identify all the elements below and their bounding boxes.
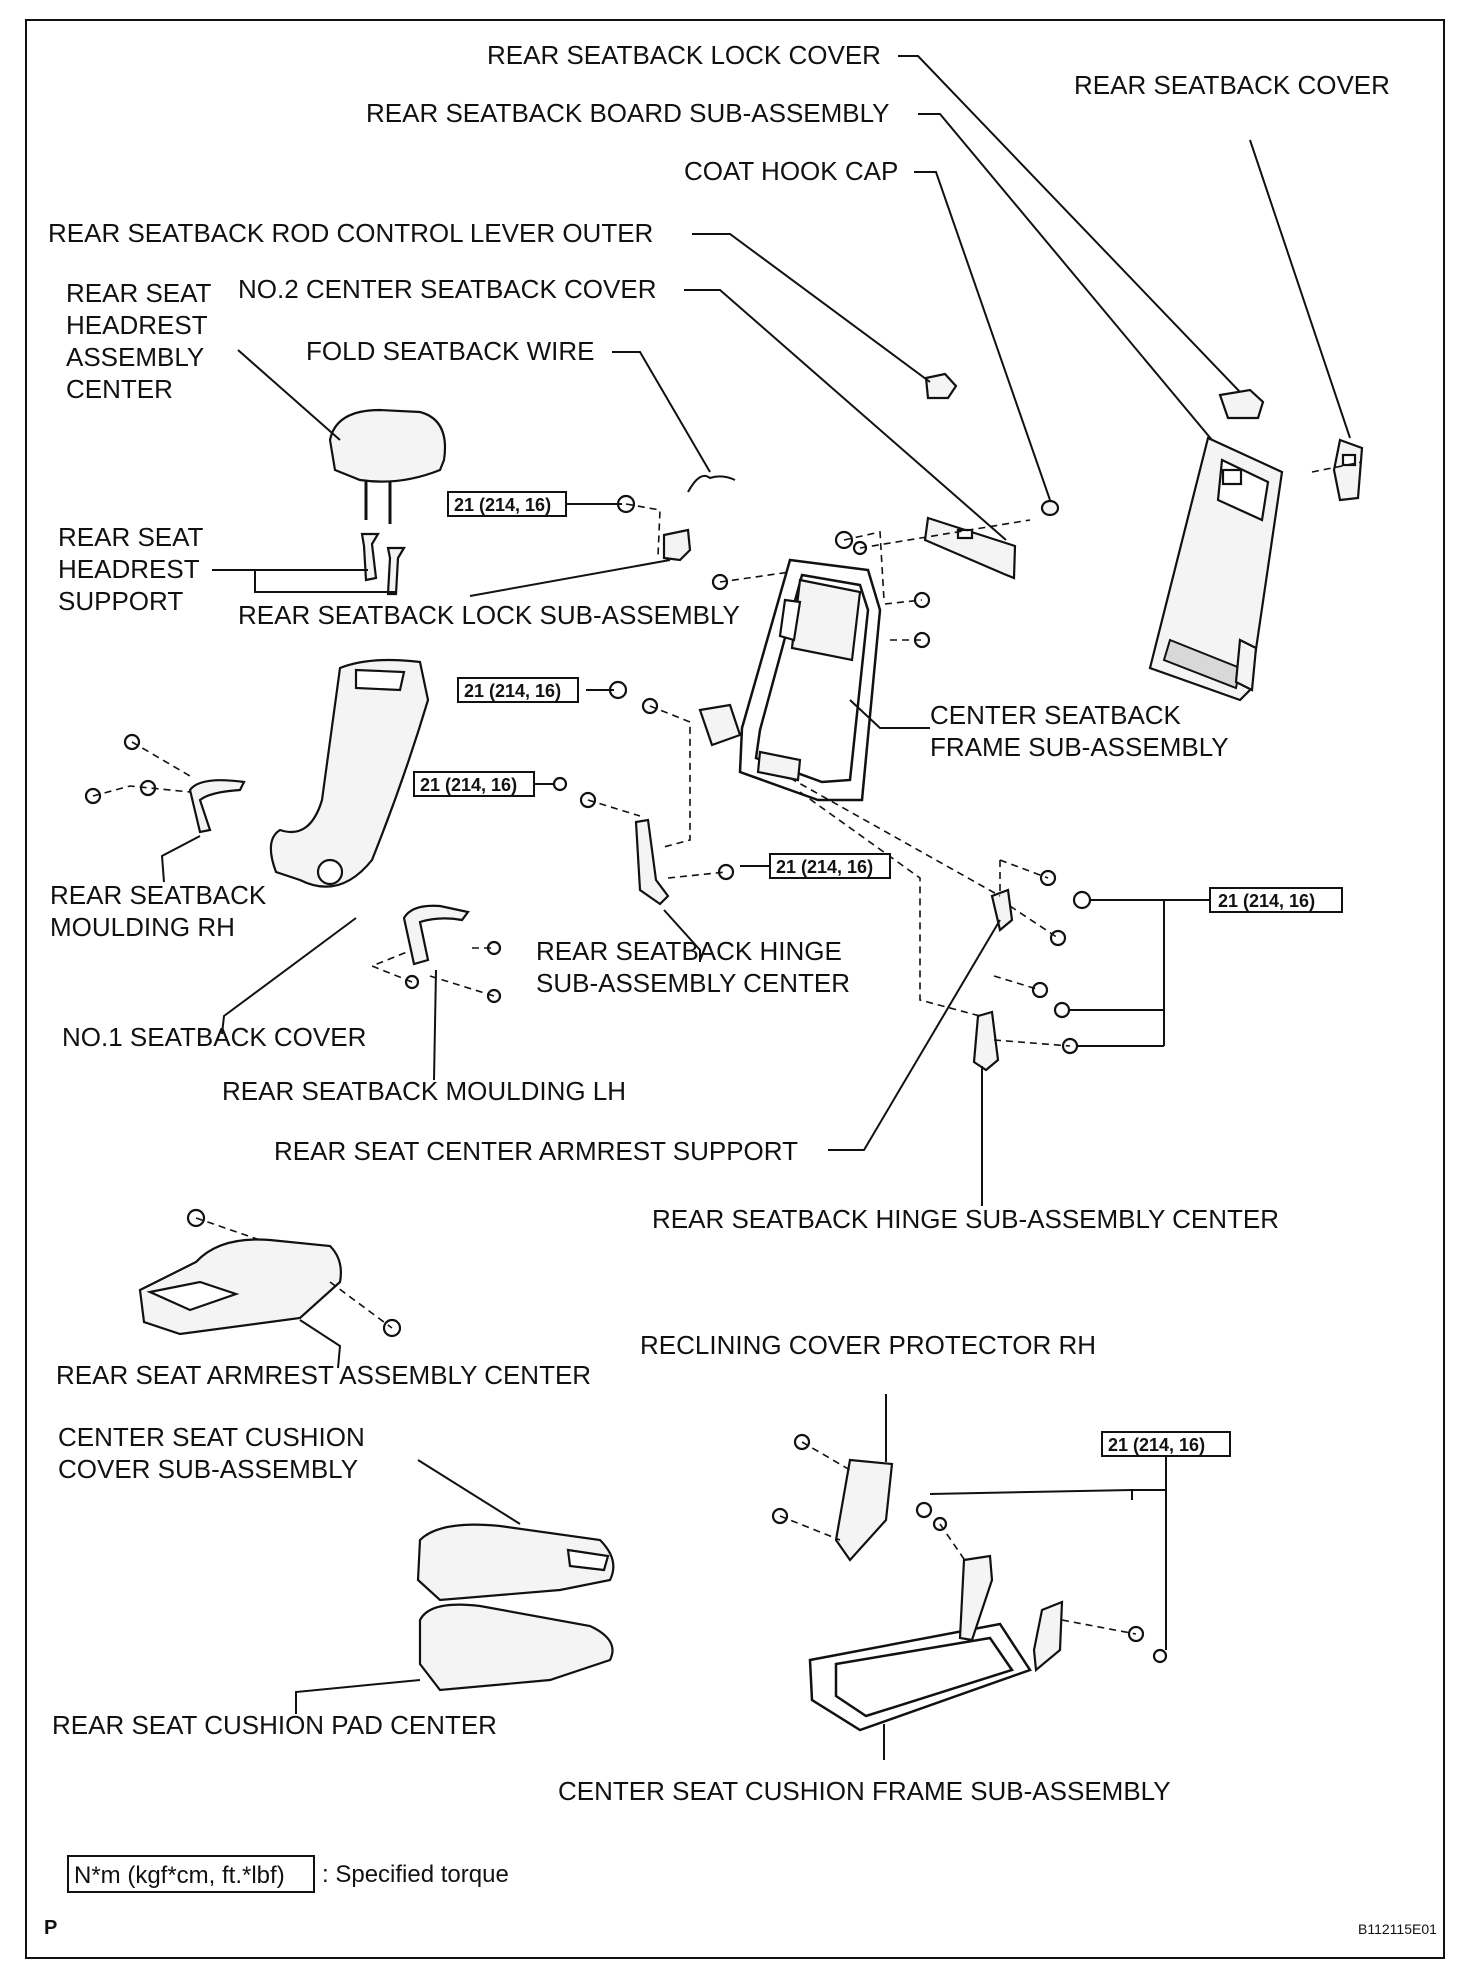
lock-sub-assembly-part	[616, 494, 692, 562]
cushion-cover-part	[416, 1523, 615, 1602]
footer-mark: P	[44, 1917, 57, 1939]
label-cushion-frame: CENTER SEAT CUSHION FRAME SUB-ASSEMBLY	[558, 1776, 1171, 1806]
torque-value: 21 (214, 16)	[1108, 1435, 1205, 1455]
label-hinge-a-1: REAR SEATBACK HINGE	[536, 936, 842, 966]
label-headrest-4: CENTER	[66, 374, 173, 404]
headrest-support-part	[360, 532, 406, 596]
torque-value: 21 (214, 16)	[464, 681, 561, 701]
diagram-border	[25, 19, 1445, 1959]
right-hinge-bolt	[1049, 929, 1067, 947]
armrest-support-part	[990, 888, 1014, 932]
armrest-assembly-part	[138, 1238, 342, 1336]
label-board-sub: REAR SEATBACK BOARD SUB-ASSEMBLY	[366, 98, 890, 128]
label-no1-cover: NO.1 SEATBACK COVER	[62, 1022, 366, 1052]
headrest-assembly-part	[328, 408, 446, 524]
torque-spec-1: 21 (214, 16)	[447, 491, 567, 517]
right-hinge-bolt	[1072, 890, 1092, 910]
label-headrest-3: ASSEMBLY	[66, 342, 204, 372]
torque-spec-4: 21 (214, 16)	[769, 853, 891, 879]
rear-seatback-cover-part	[1332, 438, 1364, 502]
label-coat-hook: COAT HOOK CAP	[684, 156, 898, 186]
right-hinge-bolt	[1053, 1001, 1071, 1019]
torque-value: 21 (214, 16)	[454, 495, 551, 515]
coat-hook-cap-part	[1040, 499, 1060, 517]
rod-control-lever-part	[924, 372, 958, 400]
cushion-frame-bolt	[1152, 1648, 1168, 1664]
cushion-pad-part	[418, 1603, 614, 1692]
no1-seatback-cover-part	[269, 658, 430, 888]
label-reclining-protector: RECLINING COVER PROTECTOR RH	[640, 1330, 1096, 1360]
cushion-frame-part	[808, 1554, 1064, 1732]
label-support-1: REAR SEAT	[58, 522, 204, 552]
label-headrest-1: REAR SEAT	[66, 278, 212, 308]
label-frame-2: FRAME SUB-ASSEMBLY	[930, 732, 1229, 762]
torque-legend: N*m (kgf*cm, ft.*lbf) : Specified torque	[67, 1855, 509, 1893]
cushion-frame-bolt	[915, 1501, 933, 1519]
label-headrest-2: HEADREST	[66, 310, 208, 340]
hinge-sub-assembly-center-part-b	[972, 1010, 1000, 1072]
label-cushion-cover-2: COVER SUB-ASSEMBLY	[58, 1454, 358, 1484]
label-moulding-rh-1: REAR SEATBACK	[50, 880, 267, 910]
torque-value: 21 (214, 16)	[776, 857, 873, 877]
center-seatback-frame-part	[698, 558, 882, 802]
torque-value: 21 (214, 16)	[1218, 891, 1315, 911]
label-hinge-a-2: SUB-ASSEMBLY CENTER	[536, 968, 850, 998]
moulding-lh-part	[402, 904, 470, 966]
label-lock-cover: REAR SEATBACK LOCK COVER	[487, 40, 881, 70]
label-frame-1: CENTER SEATBACK	[930, 700, 1182, 730]
label-lock-sub: REAR SEATBACK LOCK SUB-ASSEMBLY	[238, 600, 740, 630]
label-no2-cover: NO.2 CENTER SEATBACK COVER	[238, 274, 657, 304]
label-hinge-b: REAR SEATBACK HINGE SUB-ASSEMBLY CENTER	[652, 1204, 1279, 1234]
rear-seatback-lock-cover-part	[1218, 388, 1265, 420]
torque-spec-5: 21 (214, 16)	[1209, 887, 1343, 913]
torque-value: 21 (214, 16)	[420, 775, 517, 795]
label-moulding-lh: REAR SEATBACK MOULDING LH	[222, 1076, 626, 1106]
reclining-cover-protector-part	[834, 1458, 894, 1562]
label-armrest-support: REAR SEAT CENTER ARMREST SUPPORT	[274, 1136, 798, 1166]
moulding-rh-part	[188, 779, 246, 834]
label-support-2: HEADREST	[58, 554, 200, 584]
label-fold-wire: FOLD SEATBACK WIRE	[306, 336, 594, 366]
hinge-bolt	[552, 776, 568, 792]
label-support-3: SUPPORT	[58, 586, 183, 616]
figure-code: B112115E01	[1358, 1921, 1437, 1937]
label-armrest-center: REAR SEAT ARMREST ASSEMBLY CENTER	[56, 1360, 591, 1390]
legend-text: : Specified torque	[322, 1861, 509, 1888]
install-lines	[92, 461, 1363, 1635]
fold-seatback-wire-part	[687, 474, 736, 493]
label-moulding-rh-2: MOULDING RH	[50, 912, 235, 942]
no2-center-seatback-cover-part	[923, 516, 1017, 580]
label-cushion-cover-1: CENTER SEAT CUSHION	[58, 1422, 365, 1452]
label-cushion-pad: REAR SEAT CUSHION PAD CENTER	[52, 1710, 497, 1740]
hinge-sub-assembly-center-part-a	[634, 818, 670, 906]
part-labels: REAR SEATBACK LOCK COVER REAR SEATBACK C…	[48, 40, 1390, 1806]
torque-spec-2: 21 (214, 16)	[457, 677, 579, 703]
moulding-lh-screw	[486, 988, 502, 1004]
legend-unit-box: N*m (kgf*cm, ft.*lbf)	[74, 1862, 285, 1889]
label-rod-lever: REAR SEATBACK ROD CONTROL LEVER OUTER	[48, 218, 653, 248]
torque-spec-3: 21 (214, 16)	[413, 771, 535, 797]
rear-seatback-board-part	[1148, 436, 1284, 702]
torque-spec-6: 21 (214, 16)	[1101, 1431, 1231, 1457]
leader-lines	[160, 55, 1351, 1760]
label-seatback-cover: REAR SEATBACK COVER	[1074, 70, 1390, 100]
